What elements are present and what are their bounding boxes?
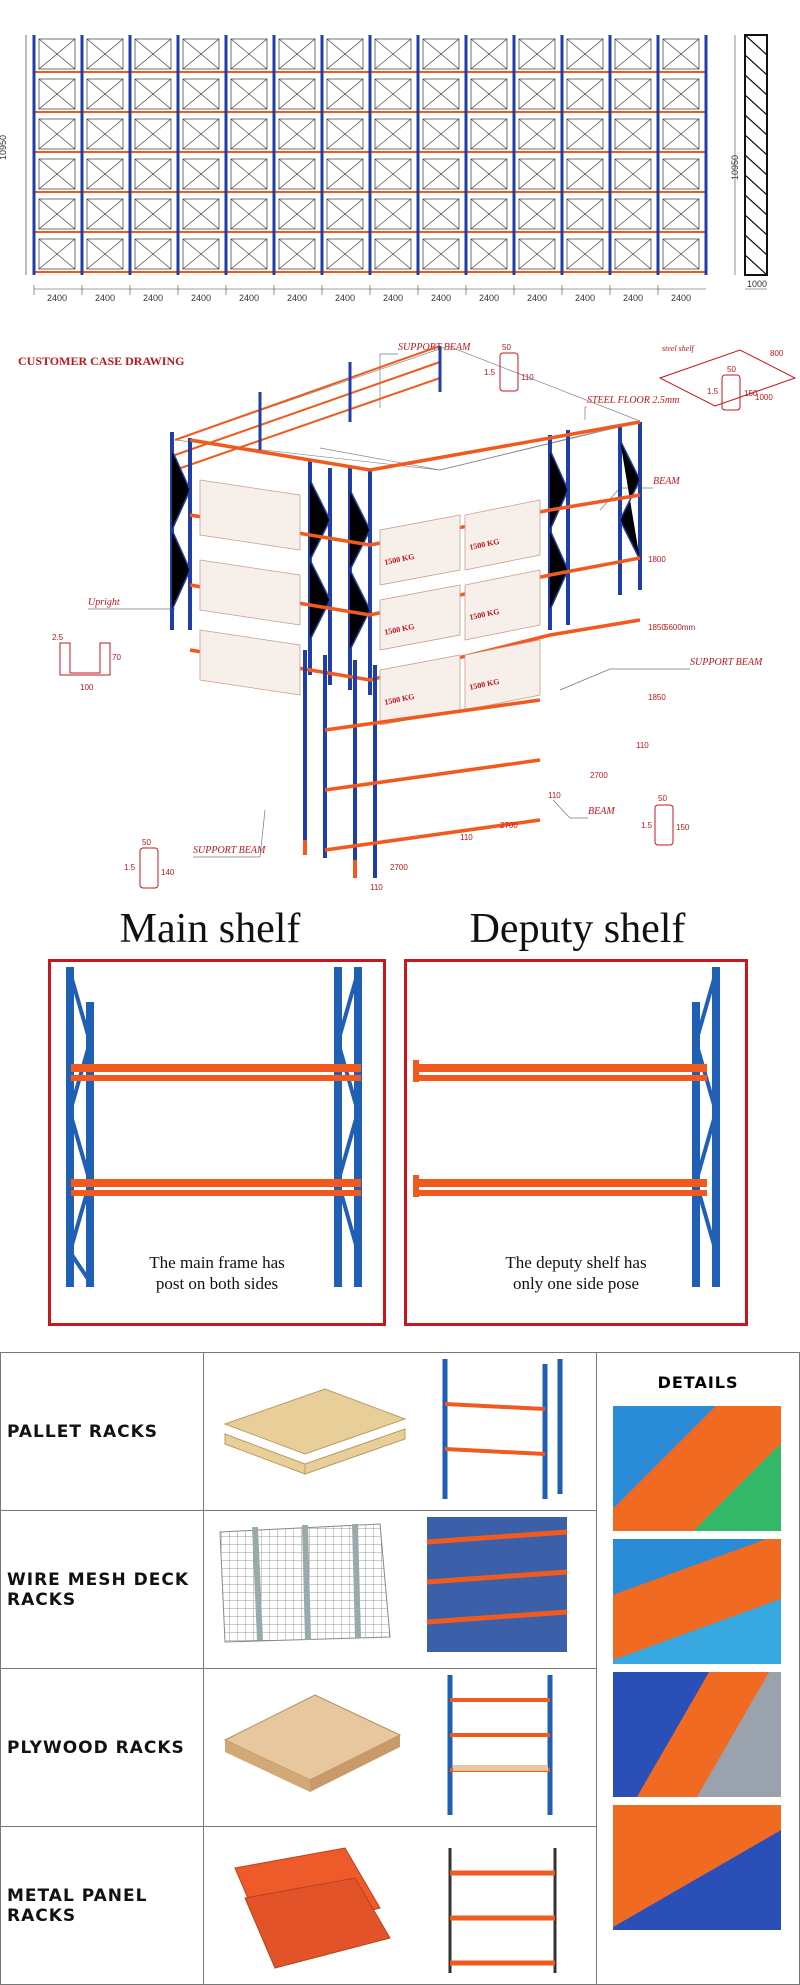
- bay-width-label: 2400: [239, 293, 260, 303]
- bay-width-label: 2400: [575, 293, 596, 303]
- front-height-label: 10950: [0, 134, 8, 160]
- dim-text: 110: [636, 741, 649, 750]
- deputy-shelf-illustration: [413, 967, 720, 1287]
- table-row: WIRE MESH DECK RACKS: [0, 1510, 800, 1669]
- rack-image-cell: [203, 1668, 598, 1827]
- dim-text: 1.5: [124, 863, 136, 872]
- bay-width-label: 2400: [47, 293, 68, 303]
- details-title: DETAILS: [657, 1373, 739, 1392]
- detail-photo: [613, 1406, 782, 1531]
- rack-image-cell: [203, 1510, 598, 1669]
- dim-text: 140: [161, 868, 175, 877]
- main-shelf-caption: The main frame has post on both sides: [51, 1252, 383, 1294]
- dim-text: 2.5: [52, 633, 64, 642]
- bay-width-label: 2400: [335, 293, 356, 303]
- caption-line: The main frame has: [149, 1253, 285, 1272]
- deputy-shelf-caption: The deputy shelf has only one side pose: [407, 1252, 745, 1294]
- metal-panel-image: [234, 1847, 557, 1973]
- elevation-drawing: 10950 10950 1000 2400 2400 2400 2400 2400 240…: [0, 0, 800, 303]
- wire-mesh-image: [219, 1517, 568, 1652]
- deputy-shelf-title: Deputy shelf: [469, 906, 686, 952]
- steel-floor-label: STEEL FLOOR 2.5mm: [587, 395, 679, 406]
- dim-text: 100: [80, 683, 94, 692]
- detail-photo: [613, 1672, 782, 1797]
- steel-shelf-label: steel shelf: [662, 344, 696, 353]
- support-beam-bottom-label: SUPPORT BEAM: [193, 845, 266, 856]
- caption-line: post on both sides: [155, 1274, 279, 1293]
- bay-width-label: 2400: [671, 293, 692, 303]
- rack-image-cell: [203, 1352, 598, 1511]
- bay-width-label: 2400: [383, 293, 404, 303]
- side-width-label: 1000: [747, 279, 768, 289]
- dim-text: 50: [502, 343, 511, 352]
- detail-photo: [613, 1805, 782, 1930]
- rack-name-cell: WIRE MESH DECK RACKS: [0, 1510, 205, 1669]
- rack-name: WIRE MESH DECK RACKS: [7, 1569, 189, 1610]
- dim-text: 110: [521, 373, 534, 382]
- main-shelf-illustration: [66, 967, 362, 1287]
- bay-width-label: 2400: [95, 293, 116, 303]
- bay-width-label: 2400: [191, 293, 212, 303]
- beam-bottom-label: BEAM: [588, 806, 615, 817]
- table-row: PALLET RACKS DETAILS: [0, 1352, 800, 1985]
- dim-text: 2700: [590, 771, 608, 780]
- caption-line: The deputy shelf has: [505, 1253, 647, 1272]
- dim-text: 1850: [648, 693, 666, 702]
- dim-text: 1850: [648, 623, 666, 632]
- rack-elevation-svg: [25, 34, 768, 295]
- rack-name: PALLET RACKS: [7, 1421, 158, 1442]
- dim-text: 110: [548, 791, 561, 800]
- bay-width-label: 2400: [431, 293, 452, 303]
- bay-width-label: 2400: [287, 293, 308, 303]
- dim-text: 1.5: [484, 368, 496, 377]
- dim-text: 1.5: [707, 387, 719, 396]
- dim-text: 70: [112, 653, 121, 662]
- dim-text: 800: [770, 349, 784, 358]
- dim-text: 150: [676, 823, 690, 832]
- dim-text: 150: [744, 389, 758, 398]
- details-column: DETAILS: [596, 1352, 800, 1985]
- bay-width-label: 2400: [143, 293, 164, 303]
- bay-width-label: 2400: [623, 293, 644, 303]
- pallet-image: [223, 1359, 563, 1499]
- beam-right-label: BEAM: [653, 476, 680, 487]
- caption-line: only one side pose: [512, 1274, 640, 1293]
- upright-label: Upright: [88, 597, 120, 608]
- dim-text: 50: [142, 838, 151, 847]
- dim-text: 5600mm: [664, 623, 695, 632]
- customer-case-drawing: CUSTOMER CASE DRAWING SUPPORT BEAM steel…: [0, 330, 800, 900]
- dim-text: 2700: [390, 863, 408, 872]
- rack-name-cell: PLYWOOD RACKS: [0, 1668, 205, 1827]
- dim-text: 110: [460, 833, 473, 842]
- rack-name-cell: PALLET RACKS: [0, 1352, 205, 1511]
- rack-name-cell: METAL PANEL RACKS: [0, 1826, 205, 1985]
- rack-types-table: PALLET RACKS DETAILS WIRE MESH DECK RACK…: [0, 1352, 800, 1985]
- table-row: PLYWOOD RACKS: [0, 1668, 800, 1827]
- dim-text: 2700: [500, 821, 518, 830]
- plywood-image: [223, 1675, 553, 1815]
- dim-text: 50: [658, 794, 667, 803]
- dim-text: 1.5: [641, 821, 653, 830]
- support-beam-right-label: SUPPORT BEAM: [690, 657, 763, 668]
- dim-text: 1000: [755, 393, 773, 402]
- dim-text: 50: [727, 365, 736, 374]
- rack-name: PLYWOOD RACKS: [7, 1737, 185, 1758]
- main-shelf-title: Main shelf: [119, 906, 301, 952]
- case-title: CUSTOMER CASE DRAWING: [18, 354, 184, 368]
- dim-text: 1800: [648, 555, 666, 564]
- detail-photo: [613, 1539, 782, 1664]
- side-height-label: 10950: [730, 154, 740, 180]
- rack-image-cell: [203, 1826, 598, 1985]
- rack-name: METAL PANEL RACKS: [7, 1885, 148, 1926]
- bay-width-label: 2400: [527, 293, 548, 303]
- bay-width-label: 2400: [479, 293, 500, 303]
- main-shelf-panel: The main frame has post on both sides: [48, 959, 386, 1326]
- dim-text: 110: [370, 883, 383, 892]
- isometric-rack-svg: CUSTOMER CASE DRAWING SUPPORT BEAM steel…: [18, 342, 797, 892]
- deputy-shelf-panel: The deputy shelf has only one side pose: [404, 959, 748, 1326]
